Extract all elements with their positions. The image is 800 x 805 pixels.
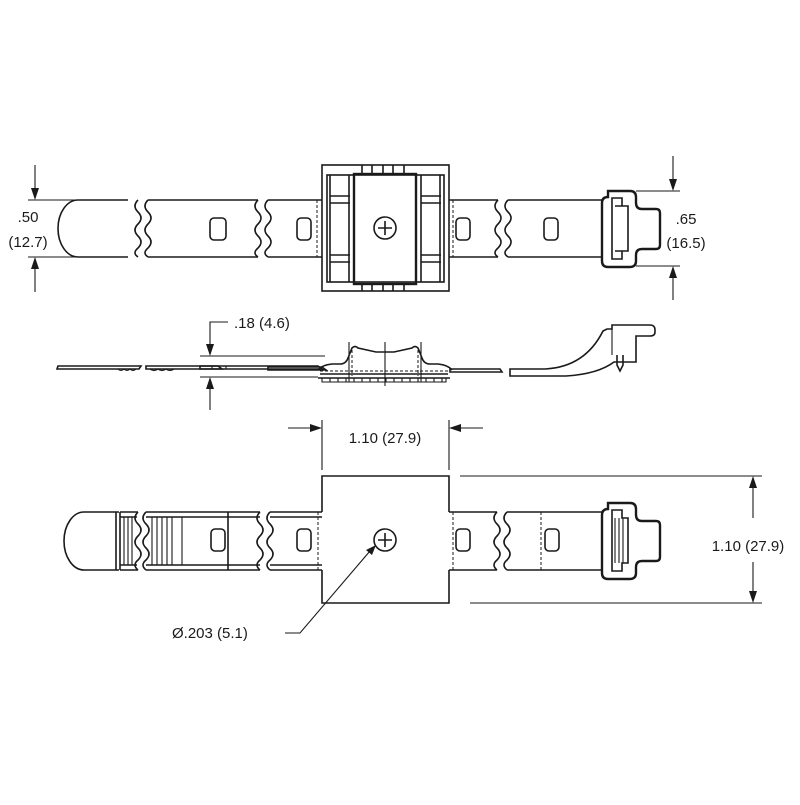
mounting-hole: [373, 528, 397, 552]
strap-width-inch: .50: [18, 209, 39, 226]
strap-slot: [296, 217, 312, 241]
break-mark: [494, 199, 502, 258]
break-mark: [264, 199, 272, 258]
bottom-view: 1.10 (27.9): [63, 420, 785, 642]
side-view: .18 (4.6): [55, 315, 656, 410]
center-plate: [352, 172, 418, 286]
base-plate: [321, 475, 450, 604]
strap-slot: [209, 217, 227, 241]
strap-tail: [63, 511, 119, 571]
strap-segment: [148, 199, 258, 258]
break-mark: [256, 511, 264, 571]
height-dimension: .18 (4.6): [234, 315, 290, 332]
head-width-inch: .65: [676, 211, 697, 228]
hole-diameter-dimension: Ø.203 (5.1): [172, 625, 248, 642]
base-length-dimension: 1.10 (27.9): [349, 430, 422, 447]
strap-tail: [57, 199, 128, 258]
break-mark: [134, 199, 142, 258]
break-mark: [142, 511, 150, 571]
break-mark: [503, 511, 511, 571]
break-mark: [493, 511, 501, 571]
strap-slot: [455, 217, 471, 241]
base-width-dimension: 1.10 (27.9): [712, 538, 785, 555]
strap-slot: [543, 217, 559, 241]
mounting-hole: [373, 216, 397, 240]
strap-slot: [296, 528, 312, 552]
head-width-mm: (16.5): [666, 235, 705, 252]
break-mark: [134, 511, 142, 571]
break-mark: [266, 511, 274, 571]
strap-width-mm: (12.7): [8, 234, 47, 251]
base-mount-outline: [321, 164, 450, 292]
locking-head: [600, 501, 662, 581]
top-view: .50 (12.7) .65 (16.5): [8, 156, 706, 300]
strap-slot: [544, 528, 560, 552]
locking-head: [600, 189, 662, 269]
break-mark: [504, 199, 512, 258]
break-mark: [144, 199, 152, 258]
break-mark: [254, 199, 262, 258]
strap-slot: [455, 528, 471, 552]
strap-segment: [268, 199, 322, 258]
strap-slot: [210, 528, 226, 552]
